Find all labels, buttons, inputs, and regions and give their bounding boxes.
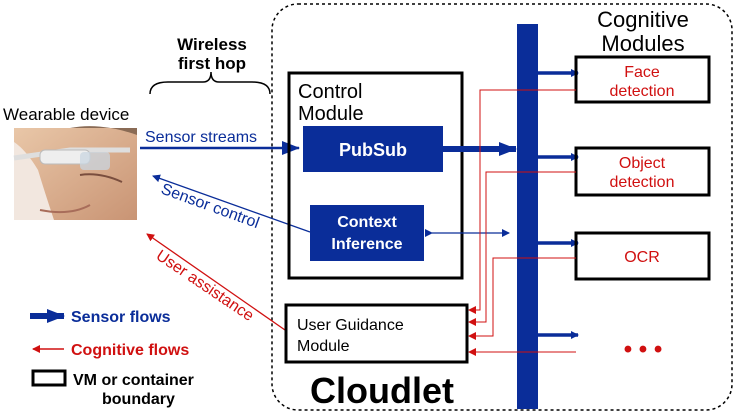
legend-sensor-flows-label: Sensor flows — [71, 309, 171, 326]
cognitive-modules-label-line2: Modules — [601, 31, 684, 56]
context-inference-label-line2: Inference — [331, 236, 402, 253]
face-detection-label-line1: Face — [624, 64, 660, 81]
sensor-streams-label: Sensor streams — [145, 129, 257, 146]
face-detection-label-line2: detection — [610, 83, 675, 100]
face-return-path — [468, 89, 576, 314]
control-module-box — [287, 71, 464, 280]
user-assistance-arrow — [146, 233, 286, 331]
user-guidance-label-line2: Module — [297, 338, 350, 355]
object-detection-label-line1: Object — [619, 155, 666, 172]
object-return-path — [468, 171, 576, 326]
wearable-device-label: Wearable device — [3, 105, 129, 124]
legend-cognitive-flows-label: Cognitive flows — [71, 342, 189, 359]
sensor-control-arrow — [152, 174, 311, 233]
legend-vm-box — [31, 369, 67, 387]
context-inference-label-line1: Context — [337, 214, 397, 231]
bus-bar — [517, 24, 538, 409]
legend-vm-label-line2: boundary — [102, 391, 175, 408]
wireless-label-line2: first hop — [178, 54, 246, 73]
more-modules-ellipsis: • • • — [624, 336, 663, 363]
context-inference-box — [310, 205, 424, 261]
ocr-box — [574, 231, 711, 281]
wearable-device-image — [13, 126, 137, 220]
cloudlet-boundary — [271, 3, 733, 411]
ocr-label: OCR — [624, 249, 660, 266]
sensor-control-label: Sensor control — [159, 181, 262, 232]
ocr-return-path — [468, 257, 576, 340]
legend: Sensor flows Cognitive flows VM or conta… — [30, 309, 194, 408]
control-module-label-line2: Module — [298, 103, 364, 125]
pubsub-box — [303, 126, 443, 172]
object-detection-label-line2: detection — [610, 174, 675, 191]
face-detection-box — [574, 55, 711, 104]
legend-vm-label-line1: VM or container — [73, 372, 194, 389]
wireless-brace — [149, 71, 271, 95]
pubsub-label: PubSub — [339, 140, 407, 160]
user-guidance-label-line1: User Guidance — [297, 317, 404, 334]
wireless-label-line1: Wireless — [177, 35, 247, 54]
cloudlet-label: Cloudlet — [310, 370, 454, 411]
user-guidance-module-box — [284, 303, 469, 364]
cognitive-modules-label-line1: Cognitive — [597, 7, 689, 32]
control-module-label-line1: Control — [298, 81, 362, 103]
